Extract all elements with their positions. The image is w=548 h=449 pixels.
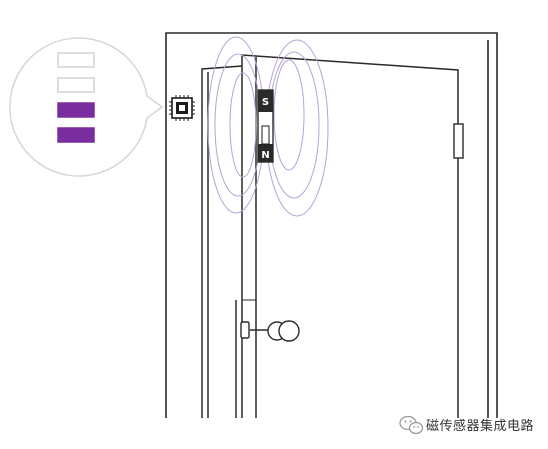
south-pole-label: S [262,97,269,108]
indicator-callout [9,37,163,177]
north-pole-label: N [261,150,269,161]
magnet-slot [261,125,270,145]
door-leaf [201,54,459,418]
indicator-bar-off [57,52,95,68]
door-frame [165,32,498,418]
watermark-icon-spacer [396,414,420,434]
door-handle [240,320,300,342]
wechat-icon [399,415,424,435]
indicator-bars [57,52,95,143]
indicator-bar-on [57,102,95,118]
watermark: 磁传感器集成电路 [396,414,534,434]
magnetic-field-lines [207,36,329,217]
magnet-south-pole [258,90,273,112]
indicator-bar-on [57,127,95,143]
watermark-text: 磁传感器集成电路 [426,418,535,434]
sensor-chip-icon [169,95,195,121]
magnet-north-pole [258,144,273,162]
bar-magnet: S N [257,89,274,163]
door-hinge [453,123,464,159]
indicator-bar-off [57,77,95,93]
